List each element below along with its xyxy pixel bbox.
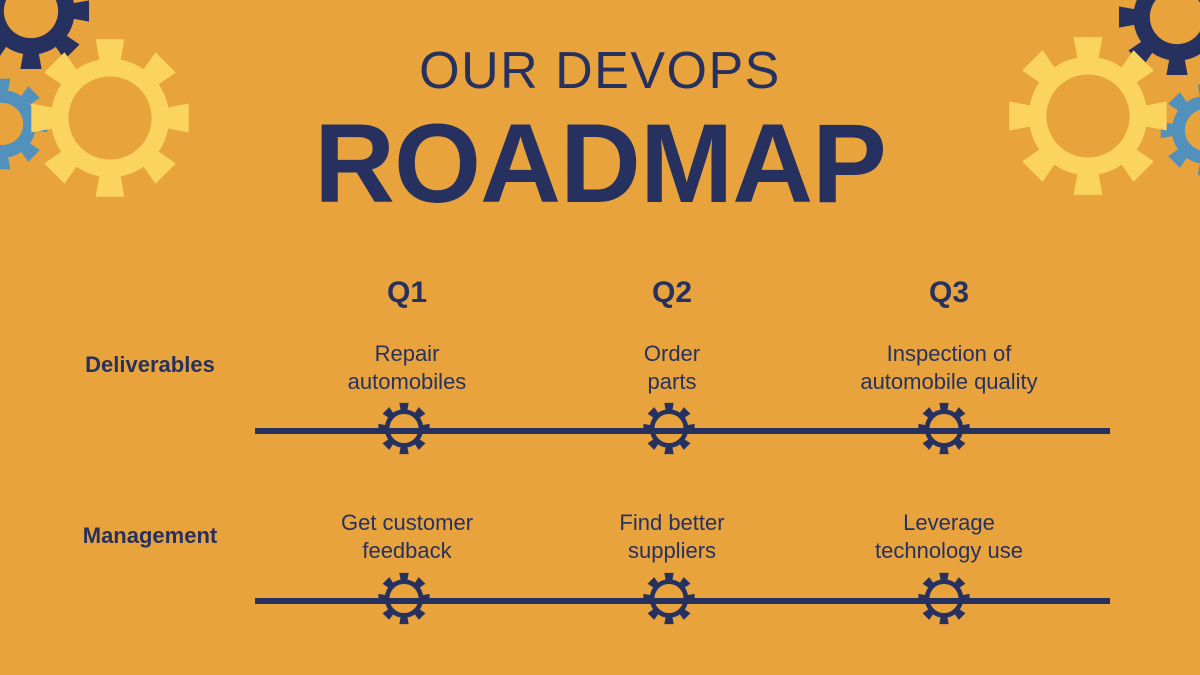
milestone-gear-icon-deliverables-q3[interactable] [918, 402, 970, 460]
milestone-text-deliverables-q3: Inspection of automobile quality [860, 341, 1038, 394]
row-label-management: Management [82, 523, 218, 548]
quarter-header-q1: Q1 [386, 276, 428, 309]
quarter-header-row: Q1 Q2 Q3 [0, 276, 1200, 320]
milestone-gear-icon-deliverables-q1[interactable] [378, 402, 430, 460]
title-eyebrow: OUR DEVOPS [419, 42, 781, 100]
milestone-gear-icon-management-q1[interactable] [378, 572, 430, 630]
quarter-header-q2: Q2 [651, 276, 693, 309]
milestone-gear-icon-management-q2[interactable] [643, 572, 695, 630]
page-title: ROADMAP [314, 101, 887, 227]
timeline-line-management [255, 598, 1110, 604]
milestone-text-management-q3: Leverage technology use [875, 510, 1023, 563]
row-label-deliverables: Deliverables [85, 352, 215, 377]
milestone-text-management-q1: Get customer feedback [340, 510, 474, 563]
milestone-gear-icon-deliverables-q2[interactable] [643, 402, 695, 460]
milestone-text-management-q2: Find better suppliers [619, 510, 725, 563]
milestone-gear-icon-management-q3[interactable] [918, 572, 970, 630]
quarter-header-q3: Q3 [928, 276, 970, 309]
milestone-text-deliverables-q2: Order parts [643, 341, 701, 394]
title-block: OUR DEVOPS ROADMAP [0, 42, 1200, 227]
milestone-text-deliverables-q1: Repair automobiles [347, 341, 467, 394]
timeline-line-deliverables [255, 428, 1110, 434]
